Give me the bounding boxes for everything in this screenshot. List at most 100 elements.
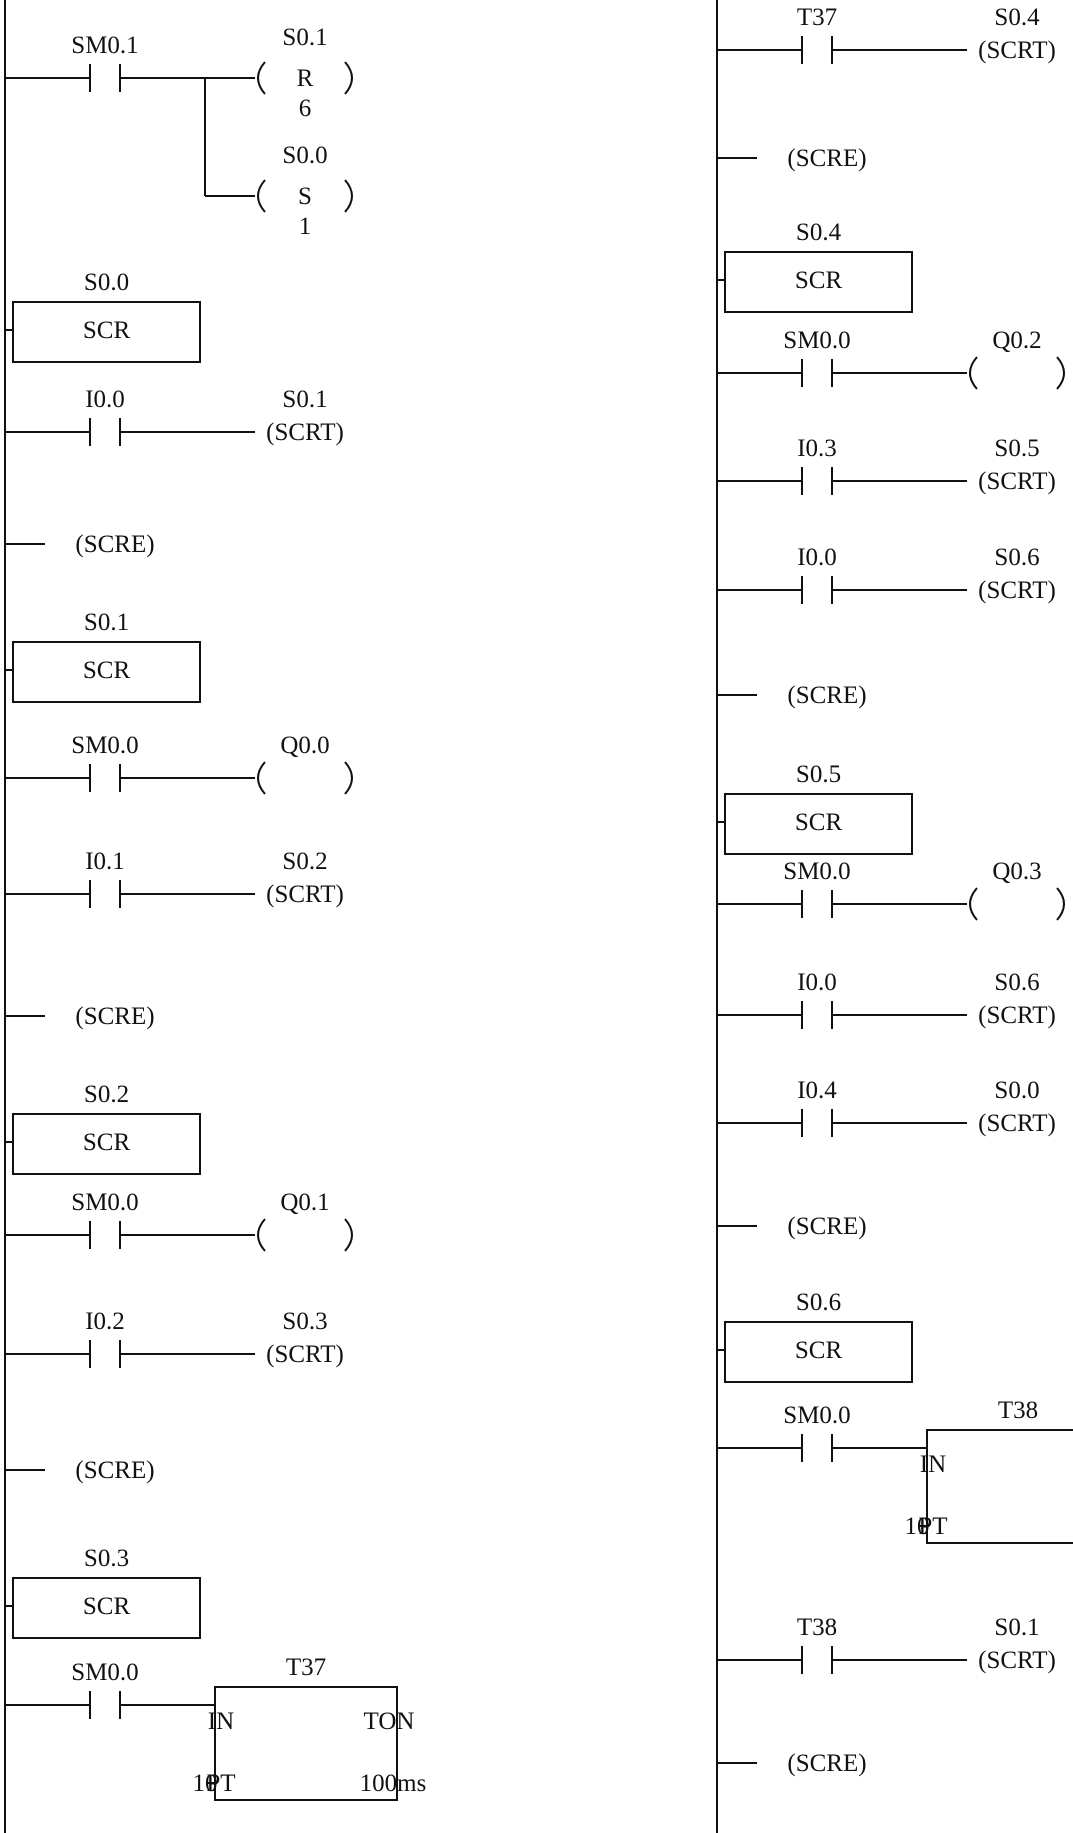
coil-instruction: (SCRT) [978,468,1056,495]
contact-label: T38 [797,1614,837,1641]
contact-label: I0.0 [797,969,837,996]
timer-in-pin: IN [208,1708,234,1735]
contact-no: SM0.1 [5,32,139,92]
coil-operand: S0.3 [282,1308,327,1335]
coil-operand: S0.0 [994,1077,1039,1104]
scr-label: S0.1 [84,609,129,636]
output-coil [257,1218,353,1252]
contact-label: I0.3 [797,435,837,462]
coil-instruction: S [298,183,312,210]
scr-label: S0.0 [84,269,129,296]
timer-preset-value: 10 [193,1770,218,1797]
timer-pt-pin: PT [918,1513,947,1540]
coil-operand: Q0.3 [992,858,1041,885]
coil-operand: S0.6 [994,544,1039,571]
coil-operand: Q0.0 [280,732,329,759]
coil-instruction: (SCRT) [266,1341,344,1368]
timer-timebase: 100ms [360,1770,427,1797]
coil-instruction: (SCRT) [266,881,344,908]
coil-operand: S0.6 [994,969,1039,996]
network-timer: SM0.0T38INTON10PT100ms [717,1397,1073,1544]
coil-operand: S0.0 [282,142,327,169]
scr-box [12,641,201,703]
contact-label: SM0.0 [71,1659,138,1686]
scre-coil: (SCRE) [75,1003,154,1030]
scre-coil: (SCRE) [75,531,154,558]
scr-text: SCR [795,1337,843,1364]
set-reset-coil [257,179,353,213]
coil-operand: S0.1 [282,24,327,51]
coil-operand: S0.4 [994,4,1040,31]
scr-label: S0.4 [796,219,842,246]
scr-text: SCR [795,809,843,836]
contact-label: SM0.0 [783,327,850,354]
coil-operand: S0.1 [994,1614,1039,1641]
scr-label: S0.5 [796,761,841,788]
contact-label: I0.2 [85,1308,125,1335]
timer-timebase: 100ms [1072,1513,1073,1540]
contact-no: T38 [717,1614,837,1674]
network-rung: I0.1 S0.2 (SCRT) [5,848,344,908]
contact-label: I0.0 [797,544,837,571]
contact-no: SM0.0 [717,858,851,918]
contact-no: SM0.0 [717,1402,851,1462]
network-rung: I0.0 S0.6 (SCRT) [717,544,1056,604]
contact-no: I0.3 [717,435,837,495]
coil-operand: S0.2 [282,848,327,875]
scre-coil: (SCRE) [787,145,866,172]
scr-label: S0.2 [84,1081,129,1108]
contact-no: SM0.0 [5,1189,139,1249]
scre-coil: (SCRE) [75,1457,154,1484]
contact-no: I0.0 [717,544,837,604]
contact-label: SM0.1 [71,32,138,59]
coil-instruction: (SCRT) [266,419,344,446]
contact-label: SM0.0 [71,1189,138,1216]
scr-text: SCR [83,317,131,344]
network-scre: (SCRE) [717,1750,867,1777]
coil-operand: Q0.2 [992,327,1041,354]
contact-label: T37 [797,4,837,31]
network-scre: (SCRE) [717,682,867,709]
scre-coil: (SCRE) [787,1750,866,1777]
contact-no: I0.1 [5,848,125,908]
network-scre: (SCRE) [5,531,155,558]
timer-box [214,1686,398,1801]
scr-text: SCR [83,1593,131,1620]
coil-instruction: (SCRT) [978,577,1056,604]
coil-instruction: (SCRT) [978,1647,1056,1674]
scre-coil: (SCRE) [787,682,866,709]
scr-text: SCR [795,267,843,294]
contact-no: SM0.0 [5,1659,139,1719]
network-scre: (SCRE) [5,1457,155,1484]
network-rung: T38 S0.1 (SCRT) [717,1614,1056,1674]
contact-no: I0.0 [717,969,837,1029]
timer-box [926,1429,1073,1544]
contact-no: T37 [717,4,837,64]
scr-box [724,793,913,855]
network-rung: SM0.0 Q0.0 [5,732,353,795]
scre-coil: (SCRE) [787,1213,866,1240]
contact-no: SM0.0 [5,732,139,792]
scr-text: SCR [83,1129,131,1156]
contact-label: SM0.0 [783,1402,850,1429]
scr-box [12,1113,201,1175]
scr-box [724,1321,913,1383]
coil-count: 6 [299,95,312,122]
coil-count: 1 [299,213,312,240]
contact-label: I0.1 [85,848,125,875]
network-rung: SM0.0 Q0.3 [717,858,1065,921]
timer-name: T37 [286,1654,326,1681]
